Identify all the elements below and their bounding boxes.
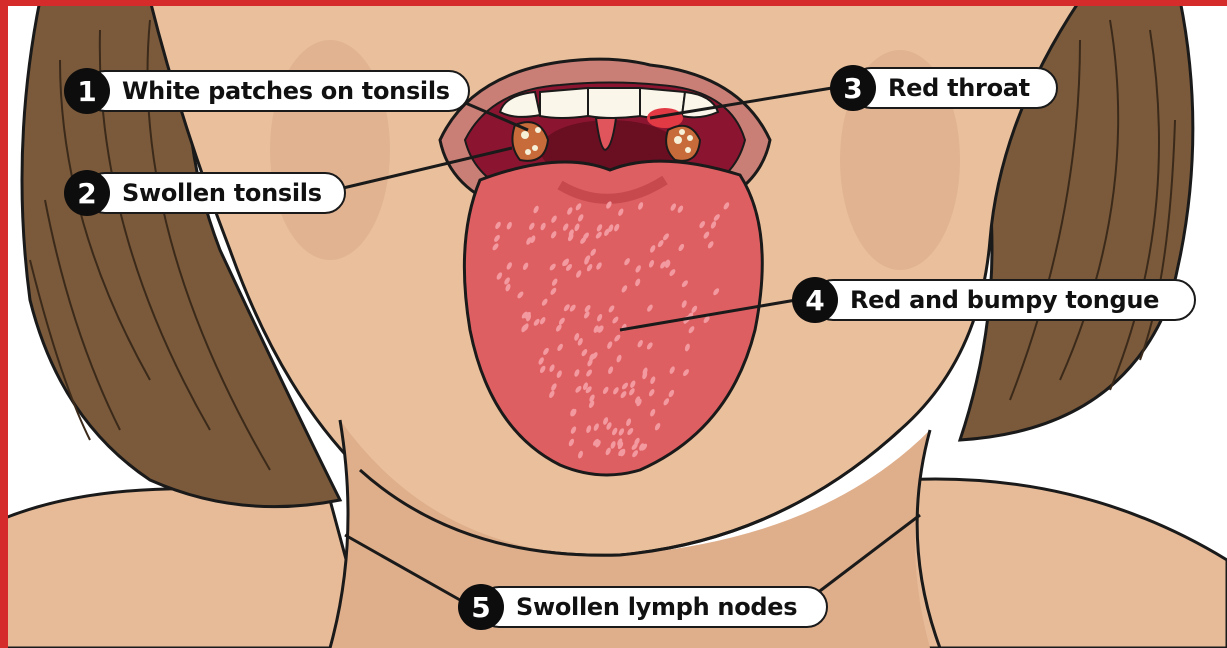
callout-red-bumpy-tongue: 4 Red and bumpy tongue	[792, 277, 1196, 323]
tonsil-left	[512, 122, 548, 161]
callout-swollen-tonsils: 2 Swollen tonsils	[64, 170, 346, 216]
callout-number: 5	[458, 584, 504, 630]
callout-label: Red and bumpy tongue	[812, 279, 1196, 321]
frame-left	[0, 0, 8, 648]
callout-white-patches: 1 White patches on tonsils	[64, 68, 470, 114]
callout-label: Swollen tonsils	[84, 172, 346, 214]
callout-number: 1	[64, 68, 110, 114]
shoulders	[0, 489, 370, 648]
frame-top	[0, 0, 1227, 6]
callout-number: 3	[830, 65, 876, 111]
callout-label: Swollen lymph nodes	[478, 586, 828, 628]
callout-red-throat: 3 Red throat	[830, 65, 1058, 111]
callout-swollen-lymph-nodes: 5 Swollen lymph nodes	[458, 584, 828, 630]
callout-number: 4	[792, 277, 838, 323]
callout-label: White patches on tonsils	[84, 70, 470, 112]
callout-number: 2	[64, 170, 110, 216]
callout-label: Red throat	[850, 67, 1058, 109]
